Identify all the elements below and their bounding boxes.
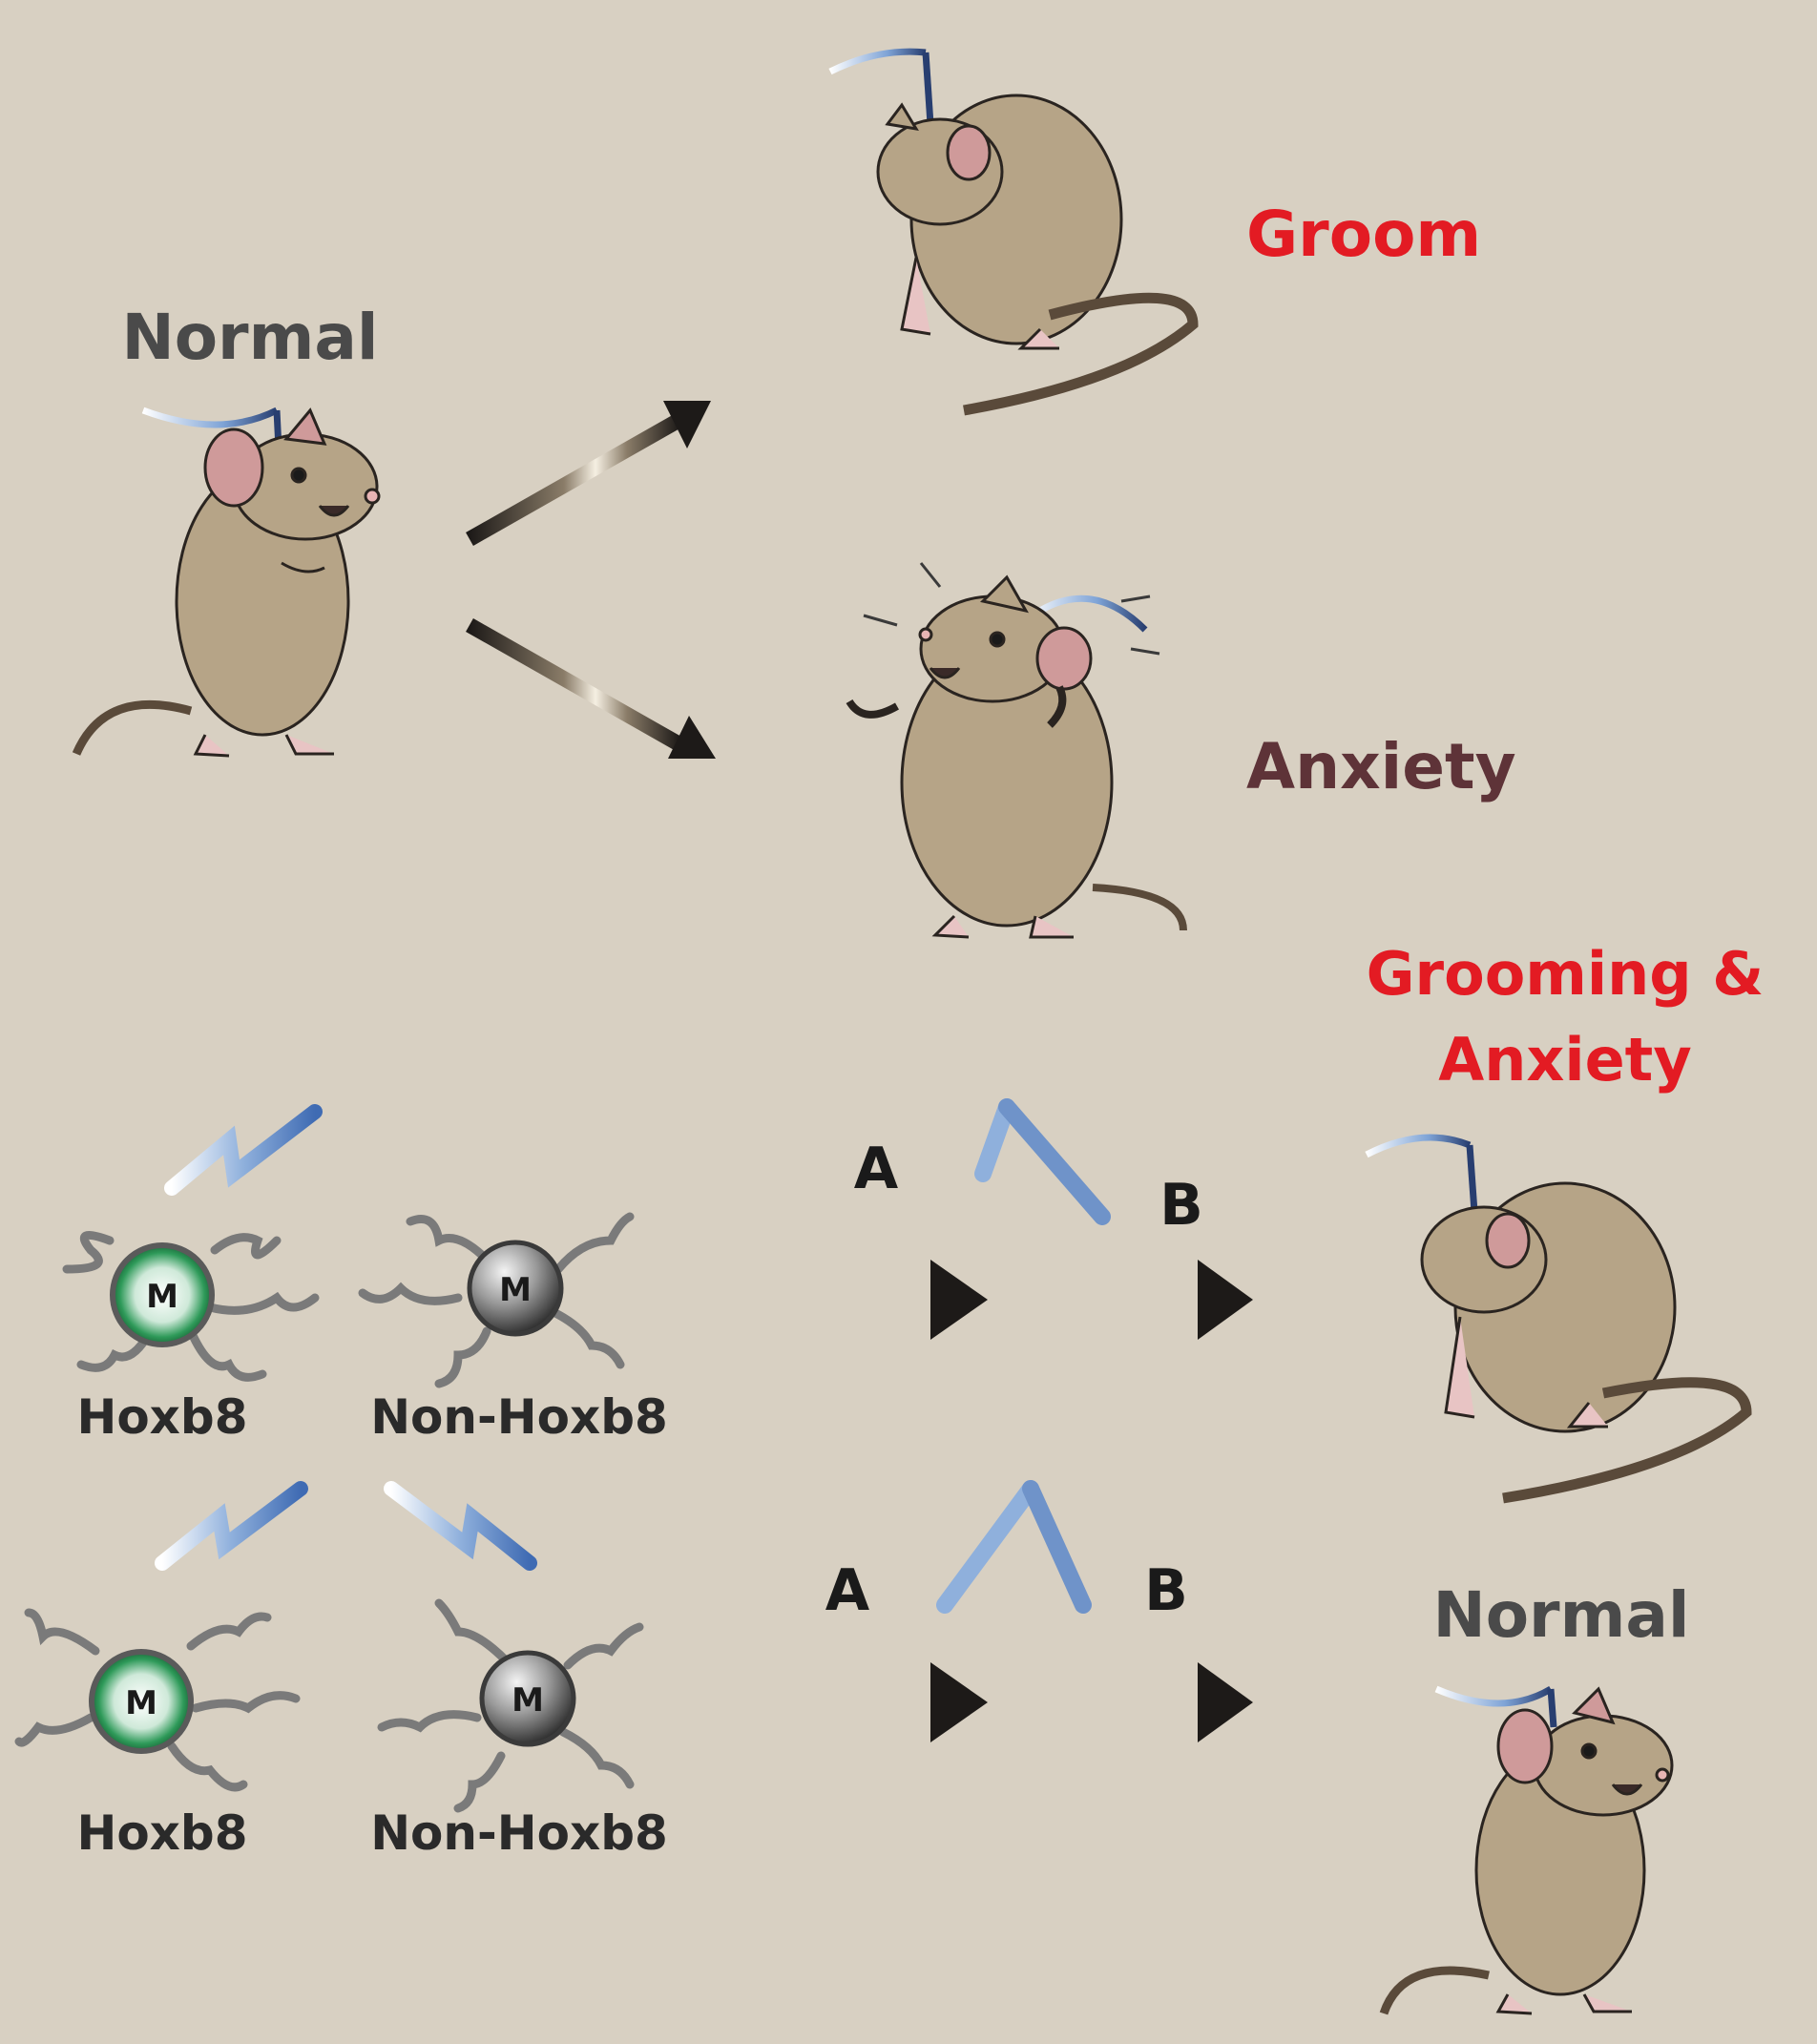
- optical-fiber-icon: [828, 48, 927, 75]
- mouse-icon: [846, 562, 1187, 939]
- node-a-bottom: A: [825, 1557, 870, 1624]
- neuron-icon: [62, 1230, 320, 1382]
- label-grooming-anxiety-line2: Anxiety: [1438, 1025, 1691, 1095]
- light-pulse-icon: [384, 1481, 537, 1571]
- cell-marker-label: M: [125, 1684, 157, 1722]
- pathway-top: [922, 1098, 1139, 1228]
- frame-groom: [800, 26, 1228, 429]
- cell-marker-label: M: [499, 1271, 532, 1309]
- neuron-icon: [358, 1212, 635, 1388]
- neuron-icon: [14, 1608, 301, 1792]
- arrow-icon: [1064, 1260, 1253, 1340]
- node-b-top: B: [1159, 1172, 1203, 1239]
- frame-anxiety: [800, 542, 1228, 964]
- label-non-hoxb8-bottom: Non-Hoxb8: [370, 1805, 668, 1861]
- arrow-icon: [1064, 1662, 1253, 1742]
- cell-marker-label: M: [146, 1278, 178, 1316]
- arrow-icon: [798, 1662, 988, 1742]
- label-normal-top: Normal: [121, 301, 378, 374]
- neuron-icon: [377, 1598, 644, 1813]
- optical-fiber-icon: [1434, 1685, 1553, 1707]
- node-a-top: A: [854, 1136, 899, 1202]
- label-non-hoxb8-top: Non-Hoxb8: [370, 1389, 668, 1445]
- mouse-icon: [1365, 1134, 1752, 1504]
- arrow-icon: [798, 1260, 988, 1340]
- light-pulse-icon: [164, 1104, 323, 1196]
- label-grooming-anxiety-line1: Grooming &: [1367, 939, 1765, 1009]
- label-normal-bottom: Normal: [1432, 1578, 1689, 1652]
- mouse-icon: [1379, 1685, 1674, 2015]
- frame-normal-bottom: [1340, 1655, 1779, 2033]
- node-b-bottom: B: [1144, 1557, 1188, 1624]
- optical-fiber-icon: [1365, 1134, 1472, 1158]
- light-pulse-icon: [155, 1481, 308, 1571]
- cell-marker-label: M: [512, 1681, 544, 1720]
- frame-grooming-anxiety: [1340, 1113, 1767, 1517]
- arrow-icon: [466, 618, 716, 759]
- label-anxiety: Anxiety: [1246, 730, 1516, 803]
- optical-fiber-icon: [141, 407, 279, 428]
- label-hoxb8-top: Hoxb8: [76, 1389, 247, 1445]
- arrow-icon: [466, 401, 711, 546]
- label-groom: Groom: [1246, 198, 1481, 271]
- frame-normal-top: [58, 380, 438, 784]
- pathway-bottom: [893, 1480, 1125, 1614]
- label-hoxb8-bottom: Hoxb8: [76, 1805, 247, 1861]
- mouse-icon: [828, 48, 1199, 416]
- mouse-icon: [72, 407, 381, 758]
